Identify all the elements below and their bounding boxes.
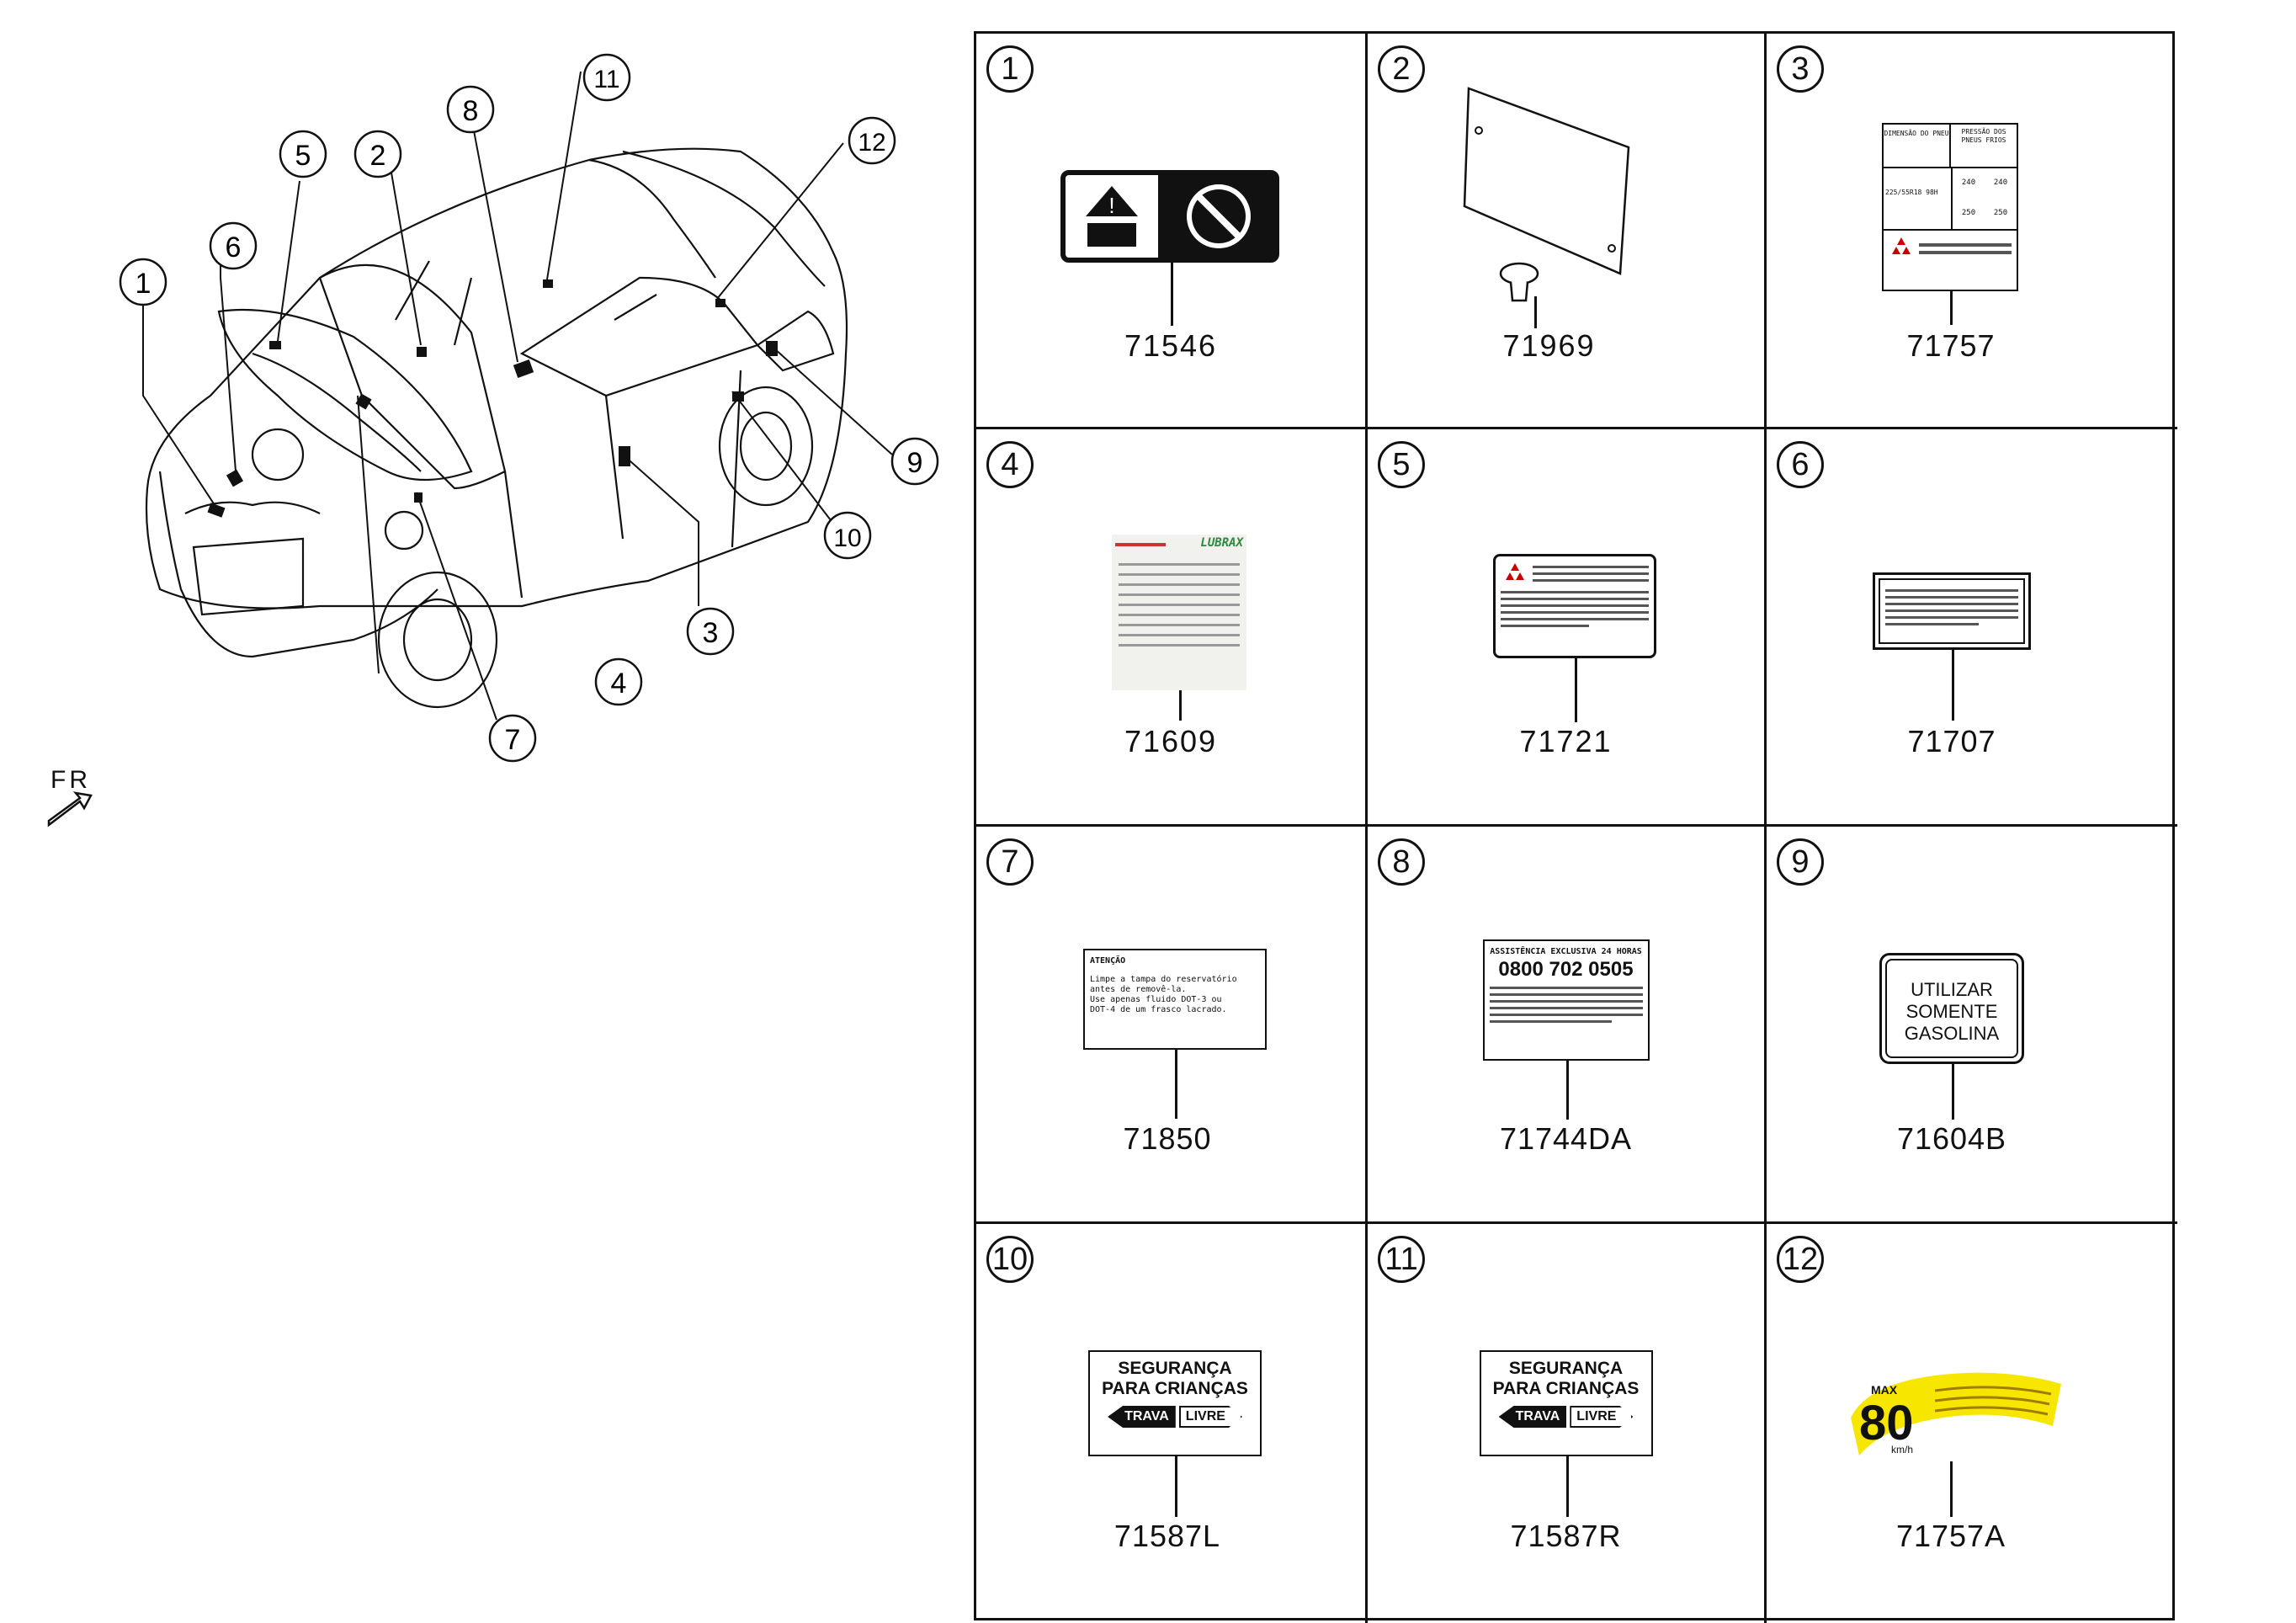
part-number: 71969	[1502, 328, 1596, 363]
part-index: 5	[1378, 441, 1425, 488]
manufacturer-info-label	[1492, 554, 1656, 658]
parts-grid: 1 ! 71546 2 71969 3 DIMENSÃO DO PN	[974, 31, 2177, 1623]
part-number: 71609	[1124, 724, 1218, 758]
callout-7: 7	[488, 714, 537, 763]
callout-5: 5	[279, 130, 327, 178]
part-index: 8	[1378, 838, 1425, 886]
tire-pressure-label: DIMENSÃO DO PNEU PRESSÃO DOS PNEUS FRIOS…	[1882, 123, 2018, 291]
svg-text:4: 4	[611, 668, 627, 700]
part-index: 10	[986, 1236, 1034, 1283]
svg-text:10: 10	[833, 524, 861, 552]
part-cell-10: 10 SEGURANÇA PARA CRIANÇAS TRAVA LIVRE 7…	[976, 1224, 1368, 1623]
front-arrow-icon	[47, 791, 93, 827]
svg-text:6: 6	[226, 231, 242, 263]
svg-text:!: !	[1109, 193, 1115, 218]
leader-lines	[142, 71, 893, 721]
callout-1: 1	[119, 258, 167, 306]
svg-text:11: 11	[593, 66, 619, 93]
svg-text:7: 7	[505, 724, 521, 756]
unlock-arrow-icon: LIVRE	[1570, 1406, 1633, 1428]
notice-label	[1873, 572, 2031, 650]
part-cell-7: 7 ATENÇÃO Limpe a tampa do reservatório …	[976, 827, 1368, 1224]
callout-6: 6	[209, 221, 258, 270]
part-number: 71587R	[1510, 1519, 1622, 1553]
part-index: 2	[1378, 45, 1425, 93]
svg-text:8: 8	[463, 95, 479, 127]
svg-text:MAX: MAX	[1871, 1383, 1898, 1397]
callout-9: 9	[890, 437, 939, 486]
part-index: 7	[986, 838, 1034, 886]
speed-limit-sticker: MAX 80 km/h	[1851, 1372, 2061, 1455]
front-marker-label: FR	[50, 766, 91, 794]
part-number: 71721	[1519, 724, 1613, 758]
callout-10: 10	[823, 511, 872, 560]
part-cell-9: 9 UTILIZAR SOMENTE GASOLINA 71604B	[1767, 827, 2177, 1224]
svg-text:9: 9	[907, 447, 923, 479]
callout-2: 2	[353, 130, 402, 178]
part-number: 71744DA	[1499, 1121, 1633, 1156]
fuel-type-label: UTILIZAR SOMENTE GASOLINA	[1879, 953, 2024, 1064]
svg-text:3: 3	[703, 617, 719, 649]
part-number: 71757	[1906, 328, 1996, 363]
callout-8: 8	[446, 85, 495, 134]
part-index: 11	[1378, 1236, 1425, 1283]
part-index: 6	[1777, 441, 1824, 488]
part-number: 71757A	[1895, 1519, 2006, 1553]
no-flame-icon	[1186, 184, 1251, 248]
vehicle-diagram: 1 2 3 4 5 6 7 8 9 10 11 12	[47, 53, 939, 827]
svg-text:km/h: km/h	[1891, 1444, 1913, 1455]
part-number: 71707	[1907, 724, 1996, 758]
child-lock-label-right: SEGURANÇA PARA CRIANÇAS TRAVA LIVRE	[1479, 1350, 1653, 1456]
plate-with-clip-drawing	[1463, 87, 1630, 302]
svg-text:5: 5	[295, 140, 311, 172]
part-cell-11: 11 SEGURANÇA PARA CRIANÇAS TRAVA LIVRE 7…	[1368, 1224, 1767, 1623]
part-index: 4	[986, 441, 1034, 488]
brand-logo-icon	[1505, 563, 1524, 580]
unlock-arrow-icon: LIVRE	[1179, 1406, 1242, 1428]
lock-arrow-icon: TRAVA	[1498, 1406, 1567, 1428]
callout-11: 11	[582, 53, 631, 102]
part-cell-1: 1 ! 71546	[976, 34, 1368, 429]
svg-text:1: 1	[136, 268, 151, 300]
car-body-outline	[145, 147, 848, 709]
part-number: 71604B	[1896, 1121, 2007, 1156]
svg-text:2: 2	[370, 140, 386, 172]
child-lock-label-left: SEGURANÇA PARA CRIANÇAS TRAVA LIVRE	[1088, 1350, 1262, 1456]
callout-12: 12	[848, 116, 896, 165]
warning-book-icon: !	[1086, 186, 1139, 247]
part-number: 71587L	[1113, 1519, 1221, 1553]
part-index: 9	[1777, 838, 1824, 886]
part-index: 3	[1777, 45, 1824, 93]
part-cell-12: 12 MAX 80 km/h 71757A	[1767, 1224, 2177, 1623]
lock-arrow-icon: TRAVA	[1108, 1406, 1176, 1428]
label-positions	[207, 279, 778, 518]
part-index: 1	[986, 45, 1034, 93]
part-cell-3: 3 DIMENSÃO DO PNEU PRESSÃO DOS PNEUS FRI…	[1767, 34, 2177, 429]
part-cell-5: 5 71721	[1368, 429, 1767, 827]
warning-label-drawing: !	[1060, 170, 1279, 263]
callout-3: 3	[686, 607, 735, 656]
part-cell-2: 2 71969	[1368, 34, 1767, 429]
callout-4: 4	[594, 657, 643, 706]
part-cell-8: 8 ASSISTÊNCIA EXCLUSIVA 24 HORAS 0800 70…	[1368, 827, 1767, 1224]
assistance-label: ASSISTÊNCIA EXCLUSIVA 24 HORAS 0800 702 …	[1482, 939, 1650, 1061]
part-cell-4: 4 LUBRAX 71609	[976, 429, 1368, 827]
svg-text:80: 80	[1859, 1396, 1914, 1450]
brake-fluid-label: ATENÇÃO Limpe a tampa do reservatório an…	[1083, 949, 1267, 1050]
lubrication-chart-label: LUBRAX	[1112, 535, 1246, 690]
part-cell-6: 6 71707	[1767, 429, 2177, 827]
part-number: 71546	[1124, 328, 1218, 363]
part-index: 12	[1777, 1236, 1824, 1283]
svg-text:12: 12	[858, 129, 885, 157]
callouts: 1 2 3 4 5 6 7 8 9 10 11 12	[119, 53, 939, 763]
brand-logo-icon	[1892, 237, 1911, 254]
part-number: 71850	[1123, 1121, 1212, 1156]
